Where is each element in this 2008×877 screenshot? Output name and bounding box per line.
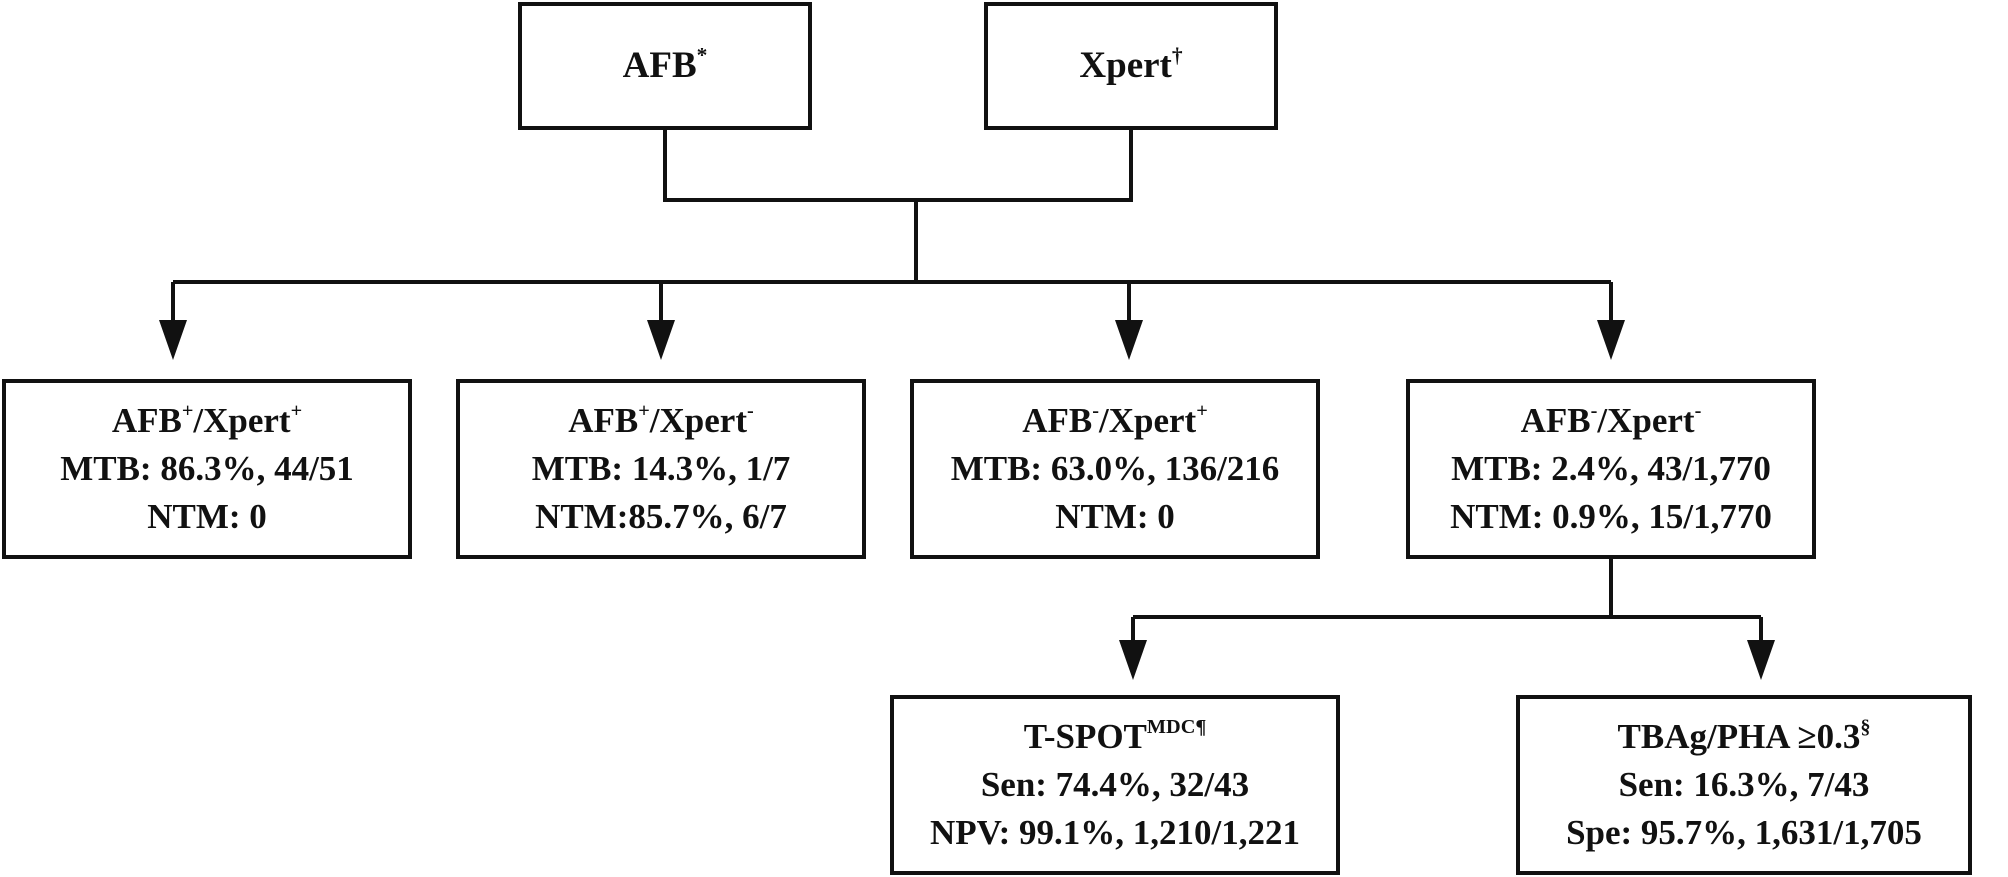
afb-pos-xpert-neg-box: AFB+/Xpert- MTB: 14.3%, 1/7 NTM:85.7%, 6… — [456, 379, 866, 559]
specificity-stat: Spe: 95.7%, 1,631/1,705 — [1566, 813, 1922, 852]
node-title: AFB-/Xpert+ — [1022, 400, 1208, 440]
tbag-pha-box: TBAg/PHA ≥0.3§ Sen: 16.3%, 7/43 Spe: 95.… — [1516, 695, 1972, 875]
afb-pos-xpert-pos-box: AFB+/Xpert+ MTB: 86.3%, 44/51 NTM: 0 — [2, 379, 412, 559]
arrowhead-5 — [1119, 640, 1147, 680]
afb-box: AFB* — [518, 2, 812, 130]
sensitivity-stat: Sen: 74.4%, 32/43 — [980, 765, 1250, 804]
sensitivity-stat: Sen: 16.3%, 7/43 — [1618, 765, 1870, 804]
ntm-stat: NTM: 0 — [147, 497, 267, 536]
node-title: AFB-/Xpert- — [1520, 400, 1702, 440]
node-title: AFB+/Xpert+ — [111, 400, 303, 440]
tspot-title: T-SPOTMDC¶ — [1023, 716, 1207, 756]
tspot-box: T-SPOTMDC¶ Sen: 74.4%, 32/43 NPV: 99.1%,… — [890, 695, 1340, 875]
ntm-stat: NTM: 0.9%, 15/1,770 — [1450, 497, 1772, 536]
arrowhead-3 — [1115, 320, 1143, 360]
mtb-stat: MTB: 86.3%, 44/51 — [60, 449, 354, 488]
ntm-stat: NTM: 0 — [1055, 497, 1175, 536]
afb-neg-xpert-neg-box: AFB-/Xpert- MTB: 2.4%, 43/1,770 NTM: 0.9… — [1406, 379, 1816, 559]
xpert-title: Xpert† — [1079, 42, 1183, 86]
merge-connector — [663, 130, 1133, 202]
arrowhead-2 — [647, 320, 675, 360]
tbag-pha-title: TBAg/PHA ≥0.3§ — [1617, 716, 1871, 756]
ntm-stat: NTM:85.7%, 6/7 — [535, 497, 787, 536]
xpert-box: Xpert† — [984, 2, 1278, 130]
arrowhead-1 — [159, 320, 187, 360]
arrowhead-4 — [1597, 320, 1625, 360]
afb-neg-xpert-pos-box: AFB-/Xpert+ MTB: 63.0%, 136/216 NTM: 0 — [910, 379, 1320, 559]
npv-stat: NPV: 99.1%, 1,210/1,221 — [929, 813, 1301, 852]
node-title: AFB+/Xpert- — [568, 400, 754, 440]
afb-title: AFB* — [622, 42, 708, 86]
mtb-stat: MTB: 2.4%, 43/1,770 — [1451, 449, 1771, 488]
mtb-stat: MTB: 63.0%, 136/216 — [950, 449, 1280, 488]
mtb-stat: MTB: 14.3%, 1/7 — [531, 449, 791, 488]
arrowhead-6 — [1747, 640, 1775, 680]
